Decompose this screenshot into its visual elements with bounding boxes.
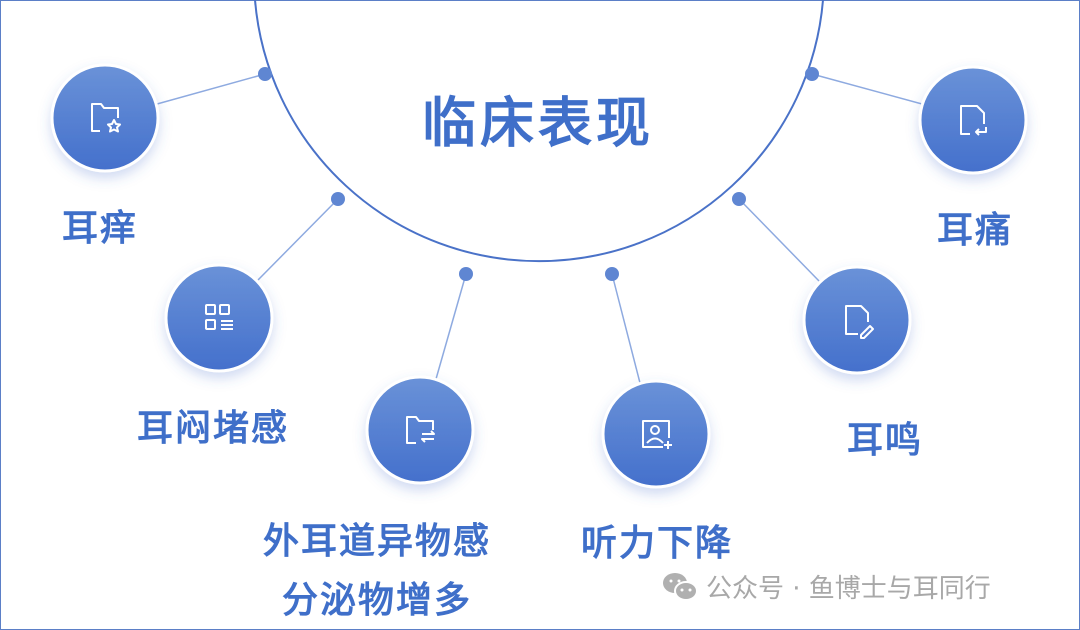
folder-swap-icon bbox=[406, 416, 435, 444]
file-return-icon bbox=[960, 105, 987, 136]
arc-dot bbox=[805, 67, 819, 81]
node-circle bbox=[164, 263, 274, 373]
watermark-text: 公众号 · 鱼博士与耳同行 bbox=[706, 574, 991, 604]
file-edit-icon bbox=[845, 305, 874, 339]
image-user-plus-icon bbox=[642, 420, 672, 449]
watermark: 公众号 · 鱼博士与耳同行 bbox=[662, 568, 991, 605]
arc-dot bbox=[732, 192, 746, 206]
arc-dot bbox=[258, 67, 272, 81]
arc-dot bbox=[331, 192, 345, 206]
node-label-foreign-body: 外耳道异物感 bbox=[262, 521, 492, 562]
node-label-ear-fullness: 耳闷堵感 bbox=[136, 408, 290, 449]
connector-line bbox=[611, 273, 641, 384]
diagram-title: 临床表现 bbox=[422, 91, 654, 155]
grid-list-icon bbox=[205, 304, 233, 330]
node-label-hearing-loss: 听力下降 bbox=[580, 523, 734, 564]
arc bbox=[254, 0, 824, 263]
node-circle bbox=[918, 65, 1028, 175]
arc-dot bbox=[605, 267, 619, 281]
node-label-ear-pain: 耳痛 bbox=[936, 210, 1014, 251]
connector-line bbox=[435, 273, 467, 380]
wechat-icon bbox=[663, 572, 698, 601]
node-label-ear-itch: 耳痒 bbox=[61, 208, 139, 249]
arc-dot bbox=[459, 267, 473, 281]
node-circle bbox=[802, 265, 912, 375]
connector-line bbox=[738, 198, 821, 283]
node-label-discharge: 分泌物增多 bbox=[281, 580, 473, 621]
node-circle bbox=[365, 375, 475, 485]
node-circle bbox=[50, 63, 160, 173]
folder-star-icon bbox=[91, 103, 121, 133]
connector-line bbox=[811, 73, 923, 105]
connector-line bbox=[156, 73, 266, 105]
connector-line bbox=[257, 198, 339, 281]
node-label-tinnitus: 耳鸣 bbox=[846, 420, 924, 461]
